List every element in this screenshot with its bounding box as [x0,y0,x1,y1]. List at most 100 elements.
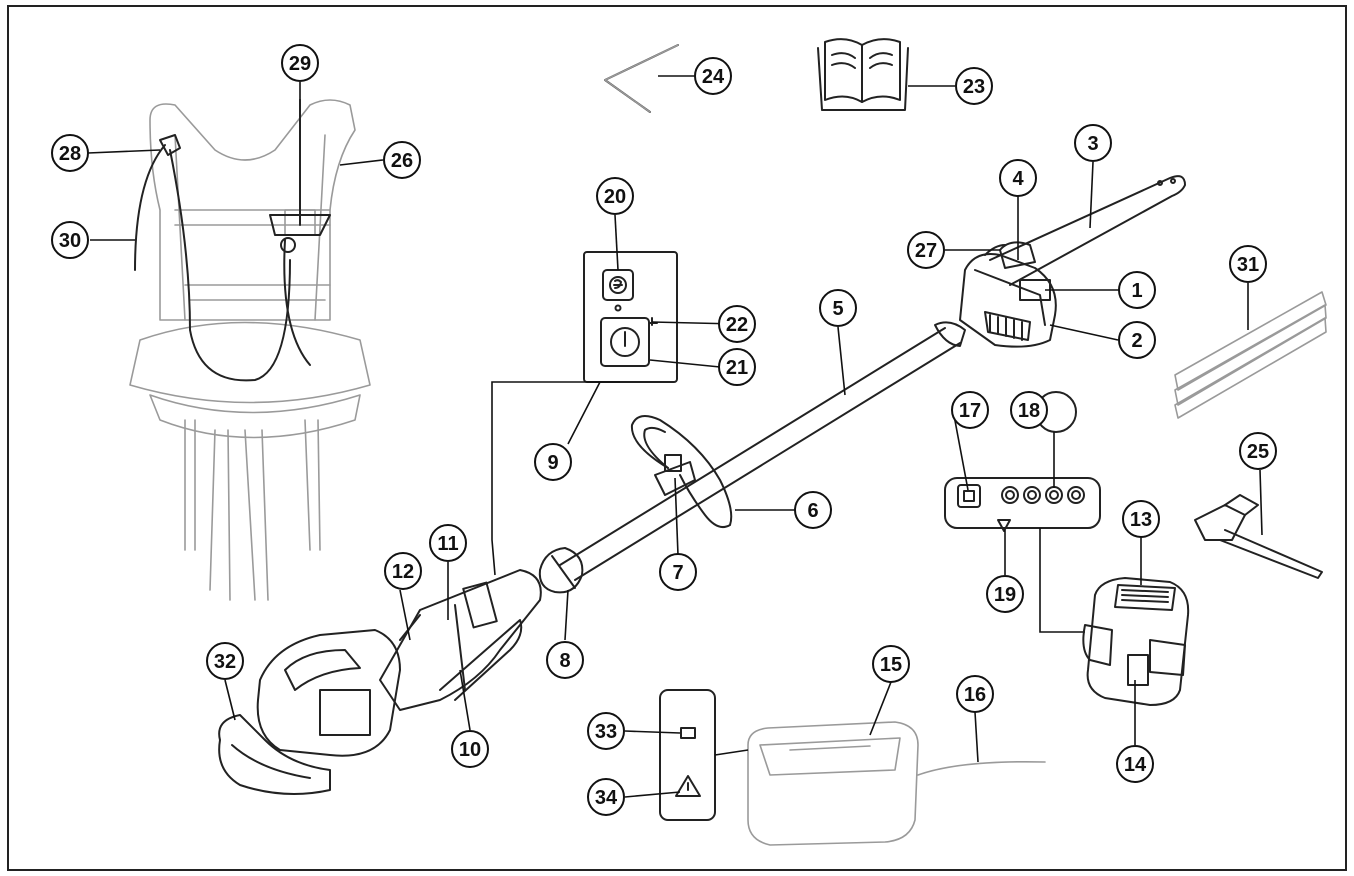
callout-14: 14 [1116,745,1154,783]
callout-number: 11 [437,533,458,555]
callout-number: 3 [1087,133,1098,155]
callout-circle [587,778,625,816]
callout-number: 15 [880,654,902,676]
callout-29: 29 [281,44,319,82]
callout-9: 9 [534,443,572,481]
callout-number: 10 [459,739,481,761]
callout-17: 17 [951,391,989,429]
callout-number: 21 [726,357,748,379]
callout-circle [206,642,244,680]
callout-30: 30 [51,221,89,259]
callout-number: 4 [1012,168,1024,190]
callout-circle [384,552,422,590]
callout-circle [956,675,994,713]
callout-number: 12 [392,561,414,583]
callout-number: 7 [672,562,683,584]
shaft-coupling [538,547,584,594]
callout-23: 23 [955,67,993,105]
callout-15: 15 [872,645,910,683]
callout-number: 29 [289,53,311,75]
callout-1: 1 [1118,271,1156,309]
callout-4: 4 [999,159,1037,197]
callout-number: 34 [595,787,618,809]
callout-number: 14 [1124,754,1147,776]
callout-number: 2 [1131,330,1142,352]
callout-circle [718,305,756,343]
callout-circle [1074,124,1112,162]
callout-number: 23 [963,76,985,98]
socket-wrench [1194,494,1323,579]
callout-20: 20 [596,177,634,215]
callout-33: 33 [587,712,625,750]
callout-number: 27 [915,240,937,262]
callout-number: 26 [391,150,413,172]
shaft [559,321,966,581]
callout-34: 34 [587,778,625,816]
callout-number: 13 [1130,509,1152,531]
callout-circle [794,491,832,529]
callout-number: 1 [1131,280,1142,302]
callout-number: 19 [994,584,1016,606]
manual-book [817,38,909,111]
callout-circle [1118,271,1156,309]
callout-number: 30 [59,230,81,252]
callout-circle [383,141,421,179]
callout-28: 28 [51,134,89,172]
callout-circle [546,641,584,679]
callout-circle [986,575,1024,613]
power-head [218,569,542,795]
battery-status-panel [944,391,1101,633]
charger [659,689,1046,846]
callout-circle [951,391,989,429]
callout-7: 7 [659,553,697,591]
callout-circle [1239,432,1277,470]
callout-circle [1010,391,1048,429]
harness [129,99,371,601]
callout-18: 18 [1010,391,1048,429]
loop-handle [630,415,733,528]
callout-16: 16 [956,675,994,713]
leader-lines [87,75,1263,798]
callout-circle [955,67,993,105]
callout-22: 22 [718,305,756,343]
callout-circle [659,553,697,591]
callout-circle [1122,500,1160,538]
callout-circle [534,443,572,481]
callout-10: 10 [451,730,489,768]
callout-circle [872,645,910,683]
callout-circle [281,44,319,82]
callout-6: 6 [794,491,832,529]
callout-27: 27 [907,231,945,269]
callout-32: 32 [206,642,244,680]
callout-number: 32 [214,651,236,673]
callout-19: 19 [986,575,1024,613]
callout-number: 25 [1247,441,1269,463]
callout-circle [694,57,732,95]
callout-circle [1118,321,1156,359]
callout-number: 16 [964,684,986,706]
callout-circle [429,524,467,562]
callout-25: 25 [1239,432,1277,470]
callout-8: 8 [546,641,584,679]
callout-24: 24 [694,57,732,95]
callout-number: 22 [726,314,748,336]
callout-circle [907,231,945,269]
callout-number: 5 [832,298,843,320]
callout-21: 21 [718,348,756,386]
callout-number: 8 [559,650,570,672]
callout-number: 17 [959,400,981,422]
callout-circle [999,159,1037,197]
callout-13: 13 [1122,500,1160,538]
callout-circle [819,289,857,327]
callout-2: 2 [1118,321,1156,359]
callout-circle [718,348,756,386]
callout-number: 24 [702,66,725,88]
callout-26: 26 [383,141,421,179]
callout-circle [51,134,89,172]
callout-circle [51,221,89,259]
callout-circle [451,730,489,768]
callout-12: 12 [384,552,422,590]
callout-circle [596,177,634,215]
